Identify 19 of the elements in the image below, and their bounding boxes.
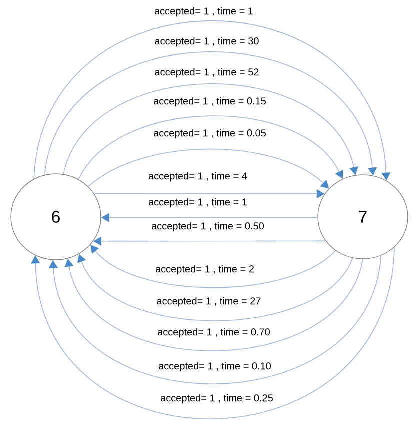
edge-label: accepted= 1 , time = 0.10 (158, 361, 272, 373)
edge-label: accepted= 1 , time = 0.70 (156, 327, 272, 339)
arrow (88, 148, 330, 189)
edge-label: accepted= 1 , time = 4 (148, 171, 248, 183)
arrow (90, 245, 336, 288)
arrow (78, 116, 344, 180)
edge-label: accepted= 1 , time = 1 (154, 6, 254, 18)
arrow (31, 247, 395, 420)
edge-label: accepted= 1 , time = 0.05 (152, 128, 268, 140)
edge-label: accepted= 1 , time = 0.50 (150, 221, 266, 233)
arrow (64, 258, 364, 352)
edge-label: accepted= 1 , time = 0.25 (160, 393, 274, 405)
edge-label: accepted= 1 , time = 30 (154, 36, 260, 48)
edge-label: accepted= 1 , time = 52 (154, 67, 260, 79)
edge-label: accepted= 1 , time = 1 (148, 197, 248, 209)
edge-label: accepted= 1 , time = 0.15 (152, 96, 268, 108)
edge-label: accepted= 1 , time = 2 (154, 264, 256, 276)
edge-label: accepted= 1 , time = 27 (156, 296, 262, 308)
arrow (48, 255, 382, 384)
